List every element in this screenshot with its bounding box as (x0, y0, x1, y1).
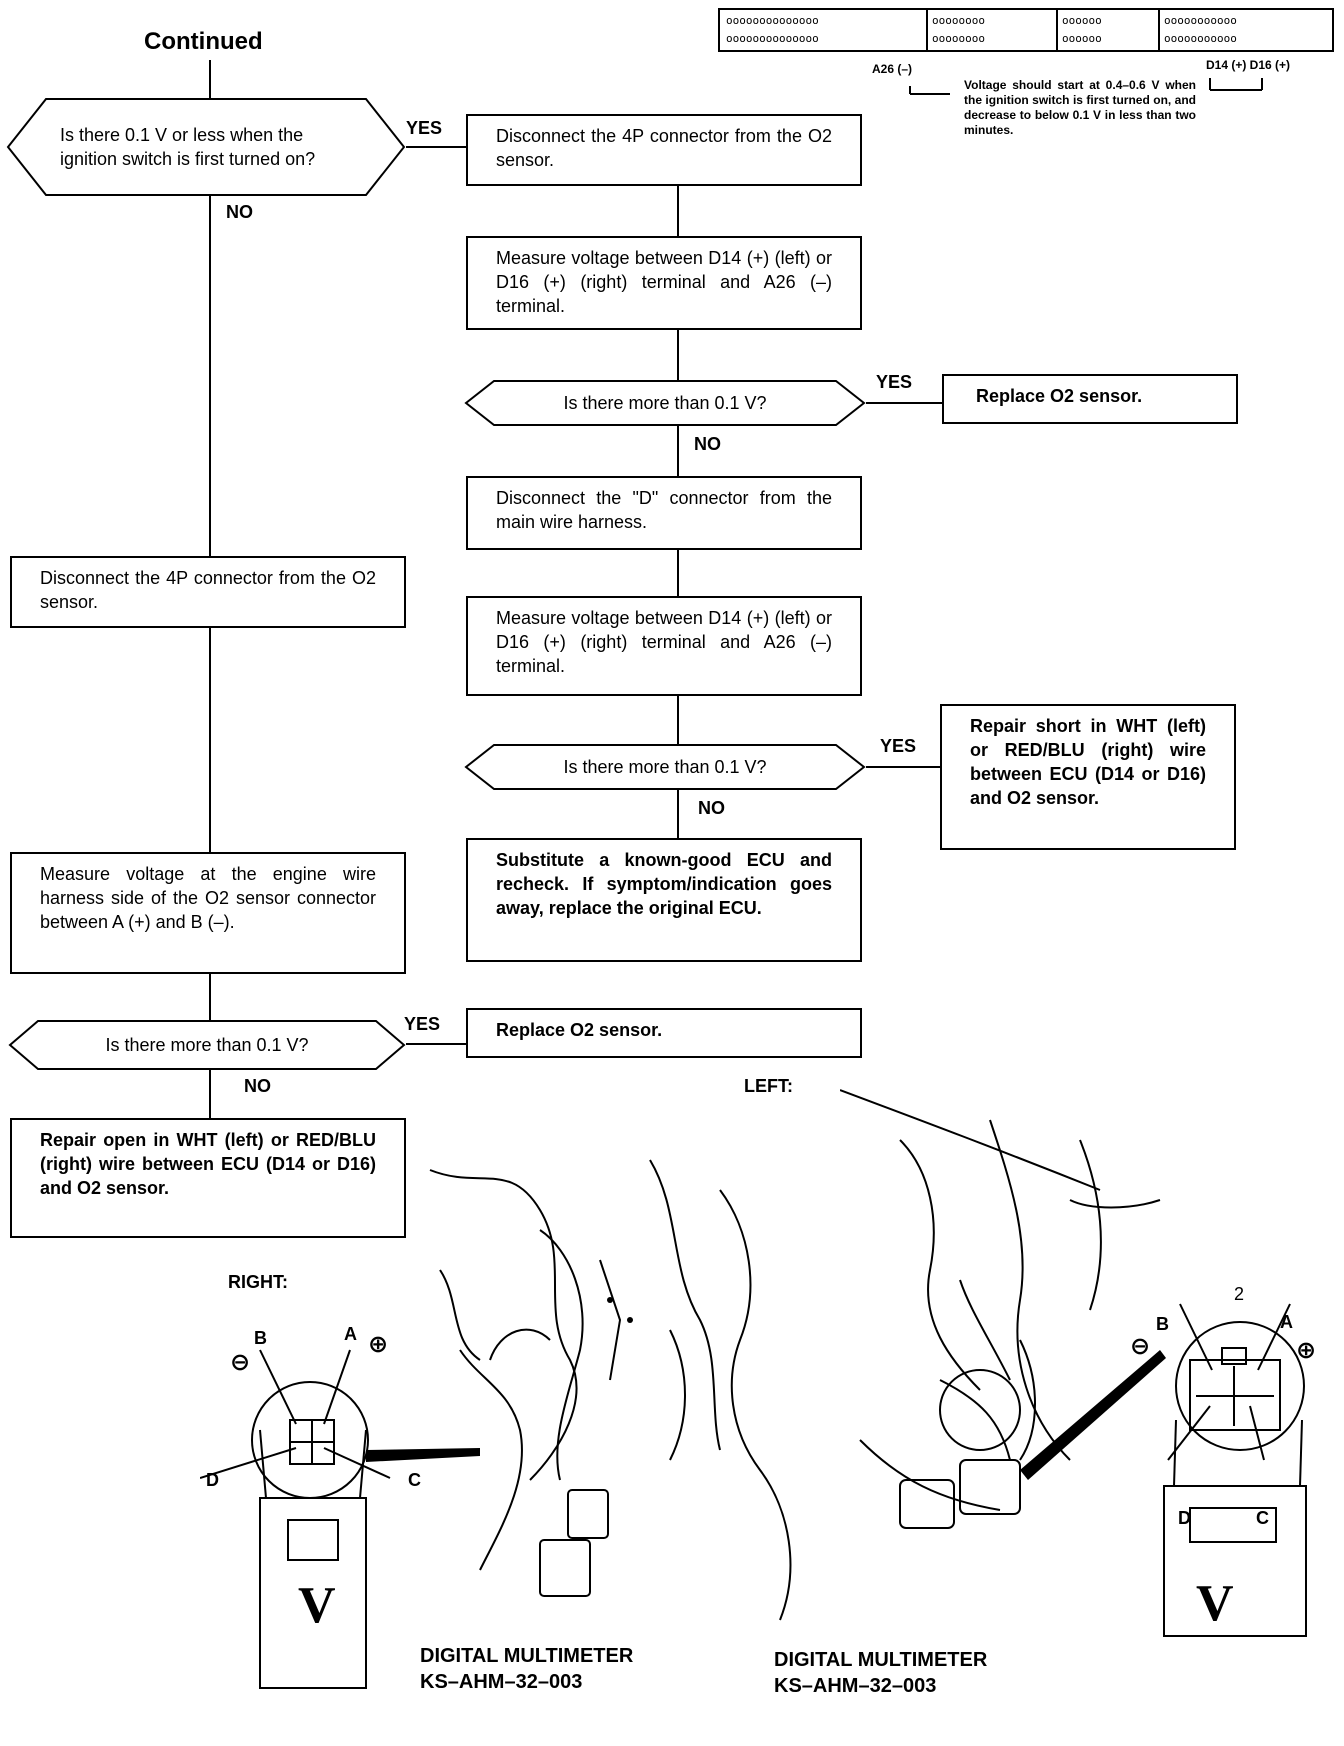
meter-v-left: V (1196, 1575, 1234, 1632)
connector-callout-left (1163, 1303, 1307, 1637)
engine-illustration-right (429, 1159, 792, 1621)
q4-yes-label: YES (404, 1014, 441, 1034)
connector-pins-c: oooooo (1062, 32, 1102, 45)
label-d14-d16: D14 (+) D16 (+) (1206, 58, 1291, 72)
step-disconnect-4p-left: Disconnect the 4P connector from the O2 … (10, 556, 406, 628)
terminal-a-left: A (1280, 1312, 1293, 1332)
ecu-connector: oooooooooooooo oooooooooooooo oooooooo o… (718, 8, 1334, 52)
decision-q2: Is there more than 0.1 V? (464, 380, 866, 426)
q4-no-label: NO (244, 1076, 271, 1096)
step-disconnect-4p: Disconnect the 4P connector from the O2 … (466, 114, 862, 186)
connector-pins-a: oooooooooooooo (726, 32, 819, 45)
meter-caption-right-1: DIGITAL MULTIMETER (420, 1645, 634, 1667)
meter-v-right: V (298, 1577, 336, 1634)
terminal-c-right: C (408, 1470, 421, 1490)
connector-pins-d: ooooooooooo (1164, 32, 1237, 45)
connector-pins-b: oooooooo (932, 32, 985, 45)
engine-illustration-left (840, 1089, 1166, 1529)
decision-q3-text: Is there more than 0.1 V? (563, 757, 767, 777)
connector-pins-a: oooooooooooooo (726, 14, 819, 27)
plus-left: ⊕ (1296, 1337, 1317, 1364)
connector-pins-b: oooooooo (932, 14, 985, 27)
terminal-a-right: A (344, 1324, 357, 1344)
meter-caption-right-2: KS–AHM–32–003 (420, 1671, 583, 1693)
step-replace-o2-sensor: Replace O2 sensor. (942, 374, 1238, 424)
left-figure-label: LEFT: (744, 1076, 793, 1096)
callout-2: 2 (1234, 1284, 1245, 1304)
q3-no-label: NO (698, 798, 725, 818)
decision-q1-text: Is there 0.1 V or less when the ignition… (60, 125, 316, 169)
meter-caption-left-1: DIGITAL MULTIMETER (774, 1649, 988, 1671)
decision-q4-text: Is there more than 0.1 V? (105, 1035, 309, 1055)
label-a26: A26 (–) (872, 62, 913, 76)
decision-q4: Is there more than 0.1 V? (8, 1020, 406, 1070)
page-title: Continued (144, 28, 263, 55)
step-repair-open: Repair open in WHT (left) or RED/BLU (ri… (10, 1118, 406, 1238)
q2-yes-label: YES (876, 372, 913, 392)
step-replace-o2-sensor-2: Replace O2 sensor. (466, 1008, 862, 1058)
q3-yes-label: YES (880, 736, 917, 756)
minus-right: ⊖ (230, 1349, 251, 1376)
step-measure-harness: Measure voltage at the engine wire harne… (10, 852, 406, 974)
step-measure-d14-d16: Measure voltage between D14 (+) (left) o… (466, 236, 862, 330)
step-repair-short: Repair short in WHT (left) or RED/BLU (r… (940, 704, 1236, 850)
terminal-b-right: B (254, 1328, 267, 1348)
step-substitute-ecu: Substitute a known-good ECU and recheck.… (466, 838, 862, 962)
q2-no-label: NO (694, 434, 721, 454)
connector-pins-c: oooooo (1062, 14, 1102, 27)
voltage-note: Voltage should start at 0.4–0.6 V when t… (964, 78, 1196, 137)
terminal-b-left: B (1156, 1314, 1169, 1334)
q1-no-label: NO (226, 202, 253, 222)
minus-left: ⊖ (1130, 1333, 1151, 1360)
decision-q2-text: Is there more than 0.1 V? (563, 393, 767, 413)
meter-caption-left-2: KS–AHM–32–003 (774, 1675, 937, 1697)
terminal-d-left: D (1178, 1508, 1191, 1528)
terminal-c-left: C (1256, 1508, 1269, 1528)
step-measure-d14-d16-again: Measure voltage between D14 (+) (left) o… (466, 596, 862, 696)
q1-yes-label: YES (406, 118, 443, 138)
decision-q3: Is there more than 0.1 V? (464, 744, 866, 790)
plus-right: ⊕ (368, 1331, 389, 1358)
connector-callout-right (200, 1349, 480, 1689)
decision-q1: Is there 0.1 V or less when the ignition… (6, 98, 406, 196)
right-figure-label: RIGHT: (228, 1272, 288, 1292)
connector-pins-d: ooooooooooo (1164, 14, 1237, 27)
terminal-d-right: D (206, 1470, 219, 1490)
step-disconnect-d-connector: Disconnect the "D" connector from the ma… (466, 476, 862, 550)
